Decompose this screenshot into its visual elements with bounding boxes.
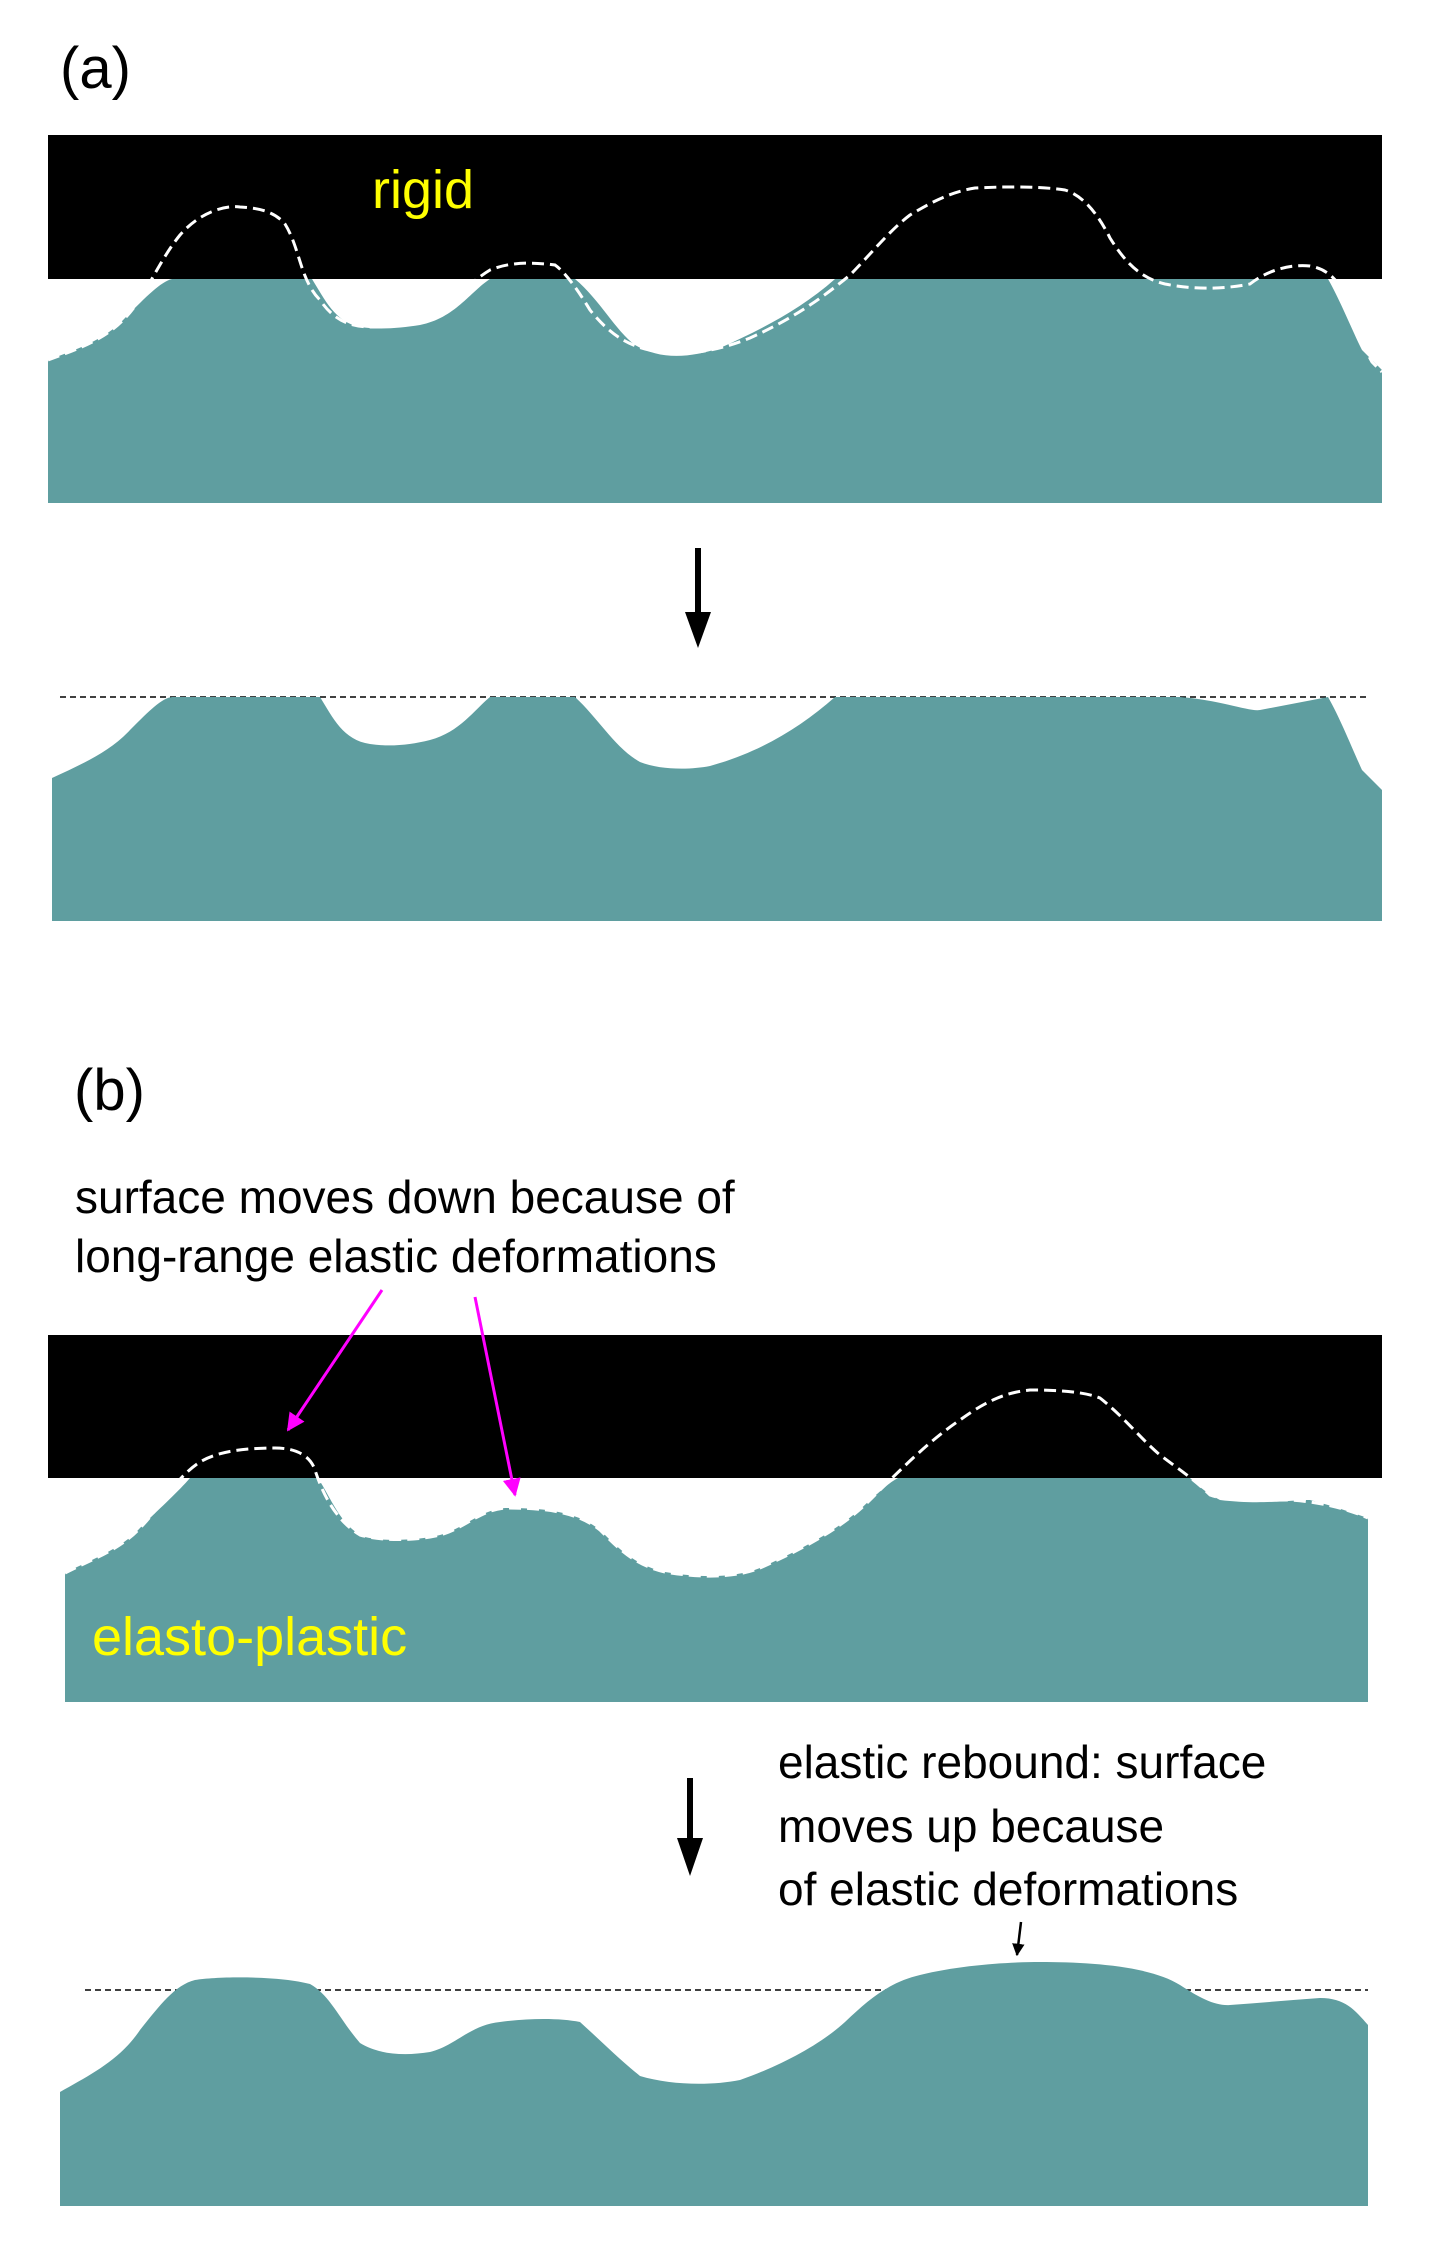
down-arrow-a xyxy=(685,548,711,648)
rebound-annotation: elastic rebound: surface moves up becaus… xyxy=(778,1736,1266,1957)
rigid-label: rigid xyxy=(372,160,474,220)
original-surface-b xyxy=(64,1388,1369,1578)
panel-b-label: (b) xyxy=(74,1058,145,1123)
elasto-plastic-surface-after xyxy=(60,1962,1368,2206)
panel-b-result xyxy=(60,1962,1368,2206)
rigid-block-b xyxy=(48,1335,1382,1478)
rigid-plastic-material xyxy=(48,279,1382,503)
annotation-arrow-right xyxy=(473,1296,521,1497)
panel-a-result xyxy=(52,696,1382,921)
elasto-plastic-material xyxy=(65,1478,1368,1702)
rigid-block-a xyxy=(48,135,1382,279)
annotation-up-line3: of elastic deformations xyxy=(778,1863,1238,1915)
annotation-up-line2: moves up because xyxy=(778,1800,1164,1852)
down-arrow-b xyxy=(677,1778,703,1876)
original-surface-a xyxy=(47,185,1384,374)
panel-a-label: (a) xyxy=(60,36,131,101)
panel-b: (b) surface moves down because of long-r… xyxy=(48,1058,1382,1702)
rebound-arrow xyxy=(1012,1921,1025,1957)
annotation-arrow-left xyxy=(286,1289,384,1432)
elasto-plastic-label: elasto-plastic xyxy=(92,1607,407,1667)
plastic-surface-after xyxy=(52,697,1382,921)
panel-a: (a) rigid xyxy=(47,36,1384,503)
annotation-down-line2: long-range elastic deformations xyxy=(75,1230,717,1282)
annotation-up-line1: elastic rebound: surface xyxy=(778,1736,1266,1788)
annotation-down-line1: surface moves down because of xyxy=(75,1171,735,1223)
